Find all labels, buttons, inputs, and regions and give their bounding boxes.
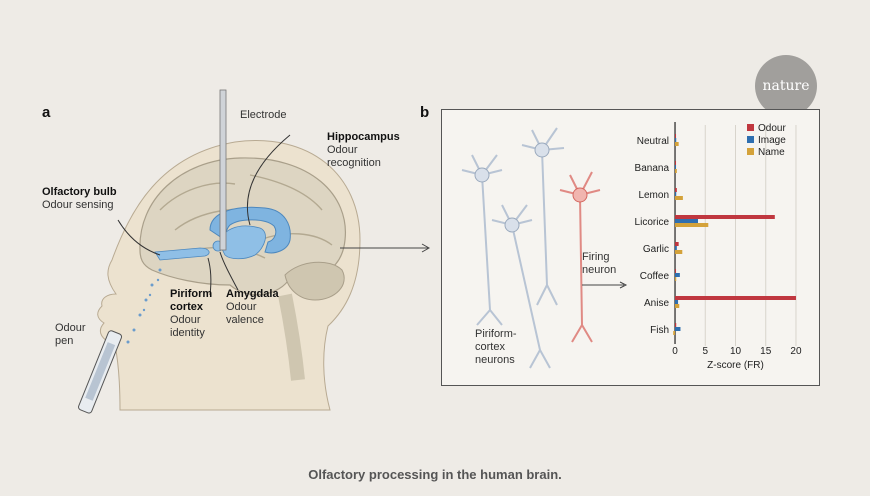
category-label: Garlic bbox=[643, 244, 669, 255]
bar-odour-coffee bbox=[675, 269, 677, 273]
piriform-label-2: cortex bbox=[170, 301, 204, 313]
bar-image-coffee bbox=[675, 273, 680, 277]
electrode-label: Electrode bbox=[240, 109, 287, 121]
legend-swatch-name bbox=[747, 148, 754, 155]
piriform-sub2: identity bbox=[170, 327, 205, 339]
bar-image-lemon bbox=[675, 192, 677, 196]
bar-odour-anise bbox=[675, 296, 796, 300]
bar-name-banana bbox=[675, 169, 677, 173]
bar-name-anise bbox=[675, 304, 680, 308]
head-illustration bbox=[78, 89, 430, 414]
bar-image-fish bbox=[675, 327, 681, 331]
hippocampus-sub1: Odour bbox=[327, 144, 358, 156]
piriform-neurons-label-3: neurons bbox=[475, 354, 515, 366]
amygdala-label: Amygdala bbox=[226, 288, 279, 300]
bar-odour-lemon bbox=[675, 188, 677, 192]
piriform-neurons-label-2: cortex bbox=[475, 341, 505, 353]
category-label: Neutral bbox=[637, 136, 669, 147]
category-label: Fish bbox=[650, 325, 669, 336]
category-label: Coffee bbox=[640, 271, 670, 282]
piriform-sub1: Odour bbox=[170, 314, 201, 326]
category-label: Anise bbox=[644, 298, 669, 309]
figure-caption: Olfactory processing in the human brain. bbox=[308, 467, 562, 482]
category-label: Banana bbox=[635, 163, 670, 174]
legend-label-name: Name bbox=[758, 147, 785, 158]
bar-name-licorice bbox=[675, 223, 709, 227]
odour-pen-label-2: pen bbox=[55, 335, 74, 347]
piriform-neurons-label-1: Piriform- bbox=[475, 328, 517, 340]
bar-odour-neutral bbox=[675, 134, 677, 138]
neurons-illustration bbox=[461, 127, 601, 369]
x-axis-label: Z-score (FR) bbox=[707, 360, 764, 371]
bar-image-banana bbox=[675, 165, 677, 169]
olfactory-bulb-label: Olfactory bulb bbox=[42, 186, 117, 198]
amygdala-sub2: valence bbox=[226, 314, 264, 326]
bar-name-lemon bbox=[675, 196, 683, 200]
nature-logo: nature bbox=[755, 55, 817, 117]
bar-odour-fish bbox=[675, 323, 677, 327]
panel-b-letter: b bbox=[420, 104, 430, 121]
amygdala-sub1: Odour bbox=[226, 301, 257, 313]
bar-odour-banana bbox=[675, 161, 677, 165]
bar-odour-licorice bbox=[675, 215, 775, 219]
bar-image-licorice bbox=[675, 219, 699, 223]
x-tick-label: 20 bbox=[790, 346, 802, 357]
x-tick-label: 15 bbox=[760, 346, 772, 357]
bar-image-garlic bbox=[675, 246, 677, 250]
piriform-label-1: Piriform bbox=[170, 288, 213, 300]
bar-image-anise bbox=[675, 300, 679, 304]
category-label: Licorice bbox=[635, 217, 670, 228]
bar-name-garlic bbox=[675, 250, 683, 254]
bar-image-neutral bbox=[675, 138, 677, 142]
x-tick-label: 10 bbox=[730, 346, 742, 357]
hippocampus-label: Hippocampus bbox=[327, 131, 400, 143]
legend-swatch-image bbox=[747, 136, 754, 143]
legend-label-image: Image bbox=[758, 135, 786, 146]
category-label: Lemon bbox=[638, 190, 669, 201]
x-tick-label: 5 bbox=[702, 346, 708, 357]
x-tick-label: 0 bbox=[672, 346, 678, 357]
bar-name-fish bbox=[673, 331, 676, 335]
zscore-bar-chart: NeutralBananaLemonLicoriceGarlicCoffeeAn… bbox=[635, 122, 802, 371]
legend-swatch-odour bbox=[747, 124, 754, 131]
olfactory-bulb-sub: Odour sensing bbox=[42, 199, 114, 211]
panel-b: Firing neuron Piriform- cortex neurons N… bbox=[441, 109, 820, 386]
odour-pen-label-1: Odour bbox=[55, 322, 86, 334]
bar-odour-garlic bbox=[675, 242, 679, 246]
firing-neuron-label-2: neuron bbox=[582, 264, 617, 276]
firing-neuron-label-1: Firing bbox=[582, 251, 610, 263]
bar-name-neutral bbox=[675, 142, 679, 146]
bar-name-coffee bbox=[675, 277, 677, 281]
hippocampus-sub2: recognition bbox=[327, 157, 381, 169]
legend-label-odour: Odour bbox=[758, 123, 786, 134]
arrow-to-chart bbox=[582, 281, 628, 289]
panel-a-letter: a bbox=[42, 104, 51, 121]
